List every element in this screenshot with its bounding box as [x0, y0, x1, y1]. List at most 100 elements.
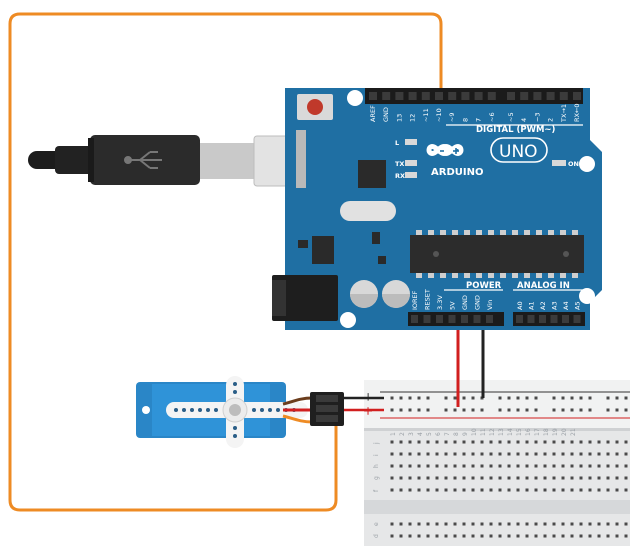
breadboard-hole[interactable]	[408, 396, 412, 400]
breadboard-hole[interactable]	[399, 534, 403, 538]
breadboard-hole[interactable]	[561, 440, 565, 444]
power-pin-socket[interactable]	[473, 315, 481, 323]
breadboard-hole[interactable]	[615, 534, 619, 538]
breadboard-hole[interactable]	[426, 464, 430, 468]
breadboard-hole[interactable]	[408, 534, 412, 538]
breadboard-hole[interactable]	[516, 464, 520, 468]
breadboard-hole[interactable]	[417, 534, 421, 538]
breadboard-hole[interactable]	[606, 534, 610, 538]
breadboard-hole[interactable]	[624, 476, 628, 480]
breadboard-hole[interactable]	[417, 464, 421, 468]
breadboard-hole[interactable]	[408, 452, 412, 456]
breadboard-hole[interactable]	[426, 440, 430, 444]
breadboard-hole[interactable]	[615, 452, 619, 456]
breadboard-hole[interactable]	[453, 488, 457, 492]
breadboard-hole[interactable]	[534, 464, 538, 468]
reset-button-icon[interactable]	[297, 94, 333, 120]
breadboard-hole[interactable]	[579, 396, 583, 400]
breadboard-hole[interactable]	[606, 464, 610, 468]
breadboard-hole[interactable]	[507, 452, 511, 456]
breadboard-hole[interactable]	[390, 452, 394, 456]
breadboard-hole[interactable]	[579, 452, 583, 456]
breadboard-hole[interactable]	[615, 464, 619, 468]
breadboard-hole[interactable]	[471, 452, 475, 456]
breadboard-hole[interactable]	[561, 408, 565, 412]
breadboard-hole[interactable]	[498, 452, 502, 456]
breadboard-hole[interactable]	[435, 488, 439, 492]
power-pin-socket[interactable]	[461, 315, 468, 323]
power-pin-socket[interactable]	[411, 315, 418, 323]
breadboard-hole[interactable]	[516, 534, 520, 538]
breadboard-hole[interactable]	[570, 534, 574, 538]
breadboard-hole[interactable]	[534, 476, 538, 480]
breadboard-hole[interactable]	[588, 522, 592, 526]
digital-pin-socket[interactable]	[369, 92, 377, 100]
breadboard-hole[interactable]	[615, 440, 619, 444]
breadboard-hole[interactable]	[624, 408, 628, 412]
digital-pin-socket[interactable]	[435, 92, 443, 100]
breadboard-hole[interactable]	[399, 488, 403, 492]
breadboard-hole[interactable]	[408, 408, 412, 412]
breadboard-hole[interactable]	[570, 408, 574, 412]
breadboard-hole[interactable]	[534, 534, 538, 538]
breadboard-hole[interactable]	[417, 408, 421, 412]
breadboard-hole[interactable]	[552, 396, 556, 400]
digital-pin-socket[interactable]	[507, 92, 515, 100]
breadboard-hole[interactable]	[462, 522, 466, 526]
breadboard-hole[interactable]	[498, 534, 502, 538]
breadboard-hole[interactable]	[453, 440, 457, 444]
breadboard-hole[interactable]	[435, 476, 439, 480]
breadboard-hole[interactable]	[507, 476, 511, 480]
breadboard-hole[interactable]	[480, 464, 484, 468]
breadboard-hole[interactable]	[552, 476, 556, 480]
breadboard-hole[interactable]	[435, 464, 439, 468]
breadboard-hole[interactable]	[606, 452, 610, 456]
breadboard-hole[interactable]	[597, 534, 601, 538]
breadboard-hole[interactable]	[426, 408, 430, 412]
breadboard-hole[interactable]	[570, 440, 574, 444]
breadboard-hole[interactable]	[543, 440, 547, 444]
breadboard-hole[interactable]	[516, 452, 520, 456]
breadboard-hole[interactable]	[408, 440, 412, 444]
breadboard-hole[interactable]	[615, 522, 619, 526]
breadboard-hole[interactable]	[516, 396, 520, 400]
breadboard-hole[interactable]	[471, 476, 475, 480]
breadboard-hole[interactable]	[579, 534, 583, 538]
breadboard-hole[interactable]	[579, 488, 583, 492]
breadboard-hole[interactable]	[561, 488, 565, 492]
breadboard-hole[interactable]	[471, 408, 475, 412]
breadboard-hole[interactable]	[453, 452, 457, 456]
breadboard-hole[interactable]	[417, 396, 421, 400]
digital-pin-socket[interactable]	[487, 92, 496, 100]
digital-pin-socket[interactable]	[546, 92, 555, 100]
usb-cable[interactable]	[28, 135, 305, 187]
breadboard-hole[interactable]	[525, 534, 529, 538]
breadboard-hole[interactable]	[624, 440, 628, 444]
breadboard-hole[interactable]	[444, 452, 448, 456]
breadboard-hole[interactable]	[444, 464, 448, 468]
power-pin-socket[interactable]	[486, 315, 493, 323]
breadboard-hole[interactable]	[543, 522, 547, 526]
power-pin-socket[interactable]	[448, 315, 456, 323]
breadboard-hole[interactable]	[480, 488, 484, 492]
breadboard-hole[interactable]	[534, 396, 538, 400]
breadboard-hole[interactable]	[444, 408, 448, 412]
breadboard-hole[interactable]	[507, 396, 511, 400]
breadboard-hole[interactable]	[534, 440, 538, 444]
digital-pin-socket[interactable]	[382, 92, 391, 100]
breadboard-hole[interactable]	[471, 534, 475, 538]
breadboard-hole[interactable]	[498, 522, 502, 526]
signal-wire[interactable]	[8, 12, 443, 512]
breadboard-hole[interactable]	[480, 534, 484, 538]
breadboard-hole[interactable]	[390, 534, 394, 538]
analog-pin-socket[interactable]	[539, 315, 546, 323]
breadboard-hole[interactable]	[606, 396, 610, 400]
digital-pin-socket[interactable]	[573, 92, 581, 100]
breadboard-hole[interactable]	[561, 464, 565, 468]
breadboard-hole[interactable]	[453, 476, 457, 480]
analog-pin-socket[interactable]	[550, 315, 558, 323]
breadboard-hole[interactable]	[624, 452, 628, 456]
breadboard-hole[interactable]	[615, 408, 619, 412]
breadboard-hole[interactable]	[552, 534, 556, 538]
breadboard-hole[interactable]	[507, 488, 511, 492]
